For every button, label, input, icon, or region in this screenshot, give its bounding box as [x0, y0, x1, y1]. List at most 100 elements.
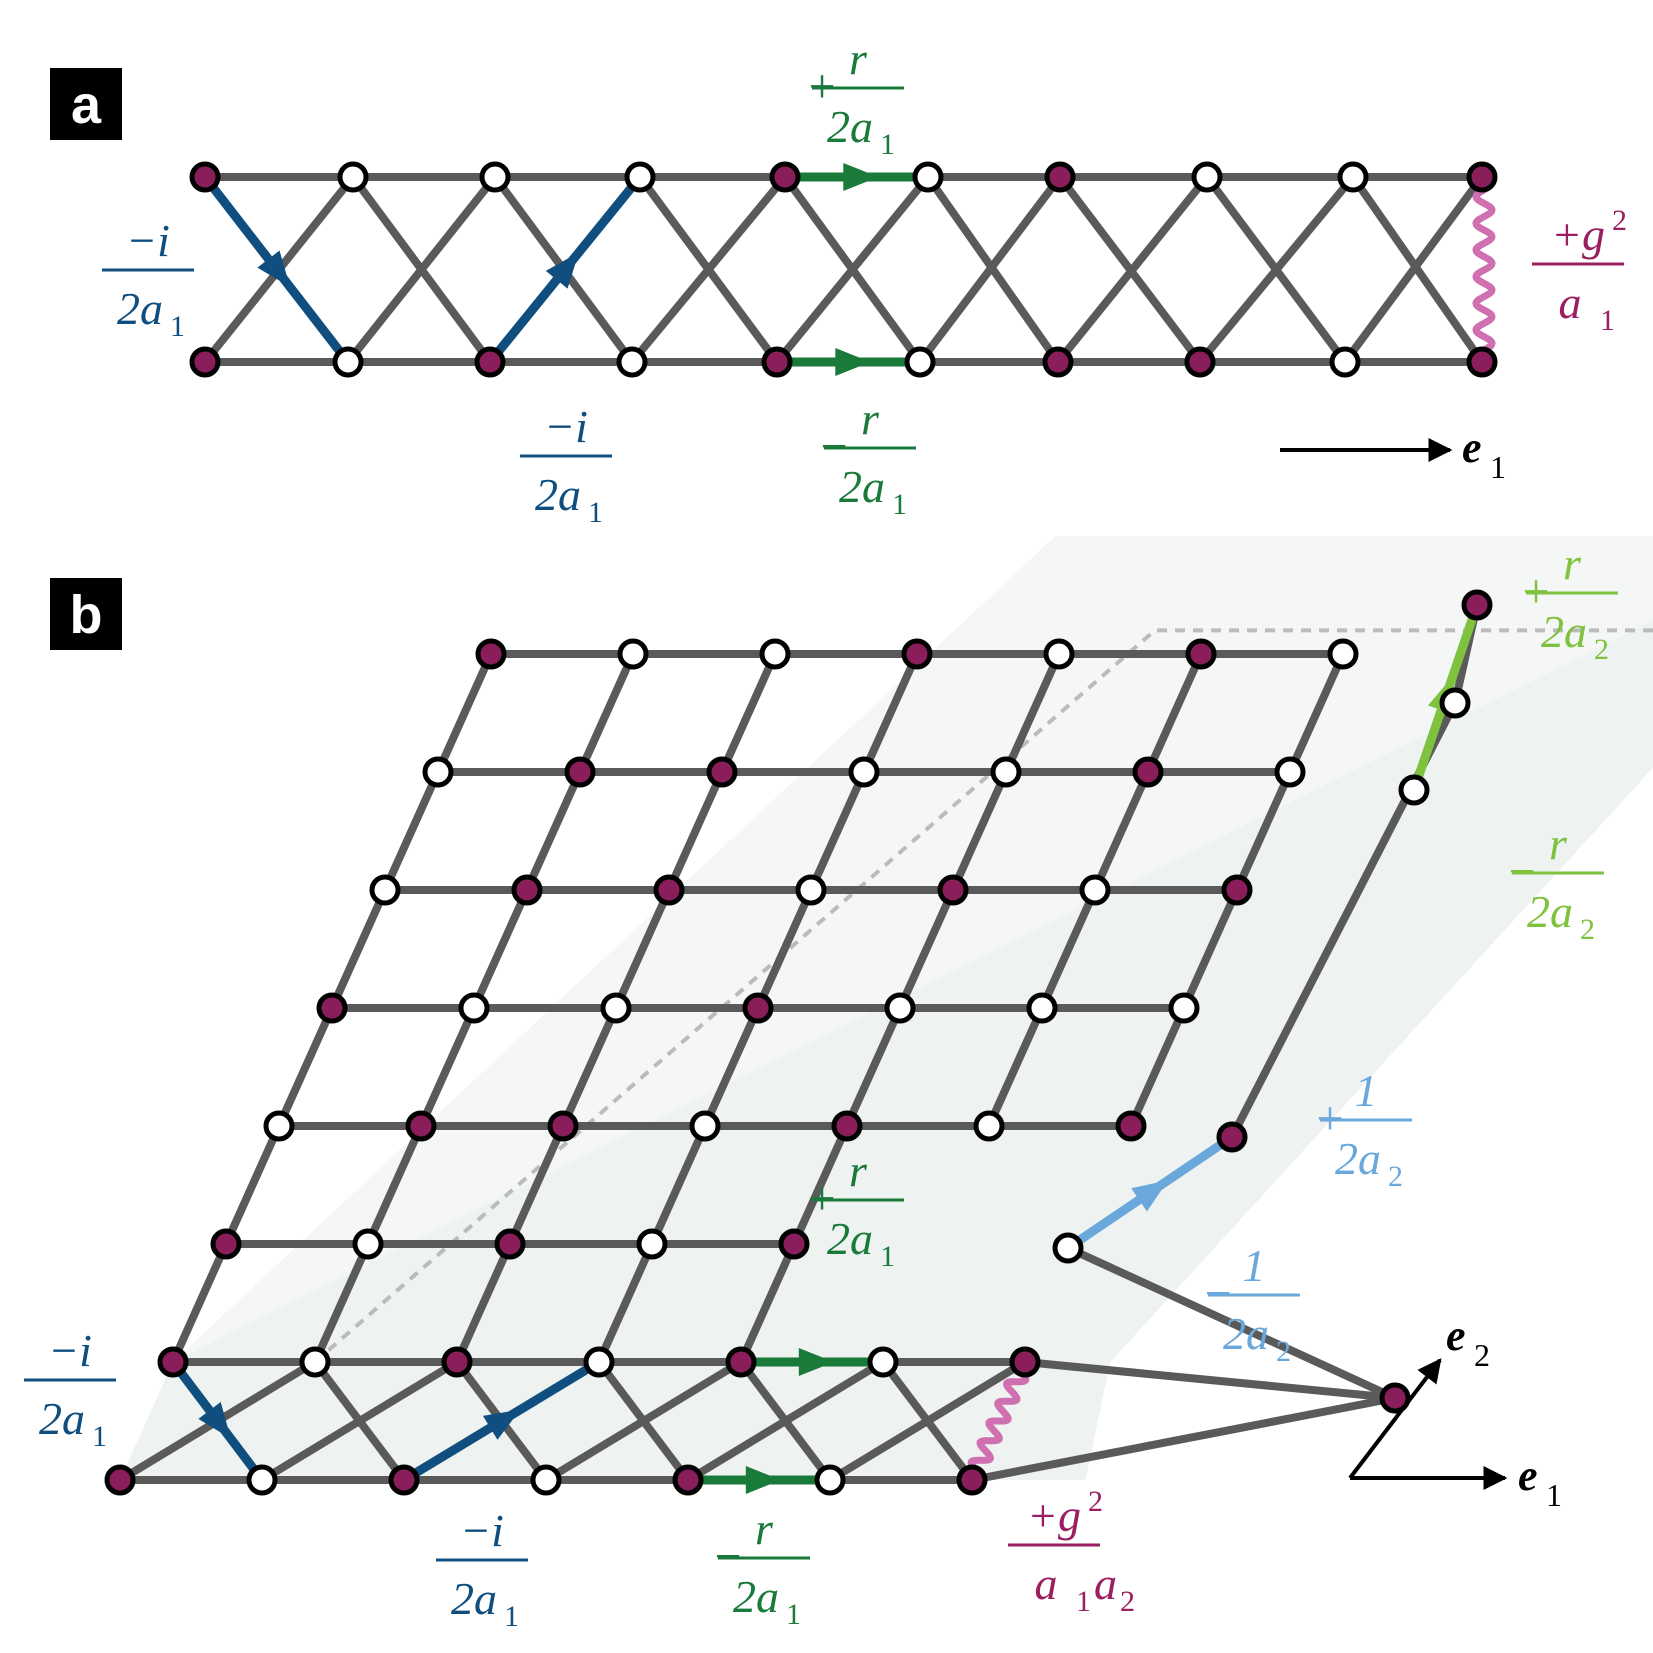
filled-site — [901, 638, 933, 670]
chain-cross-bond — [1196, 173, 1357, 366]
label-b-top-r2-denominator: 2a — [1541, 606, 1587, 657]
label-b-mid-r2-subscript: 2 — [1580, 913, 1595, 946]
label-b-left-i-numerator: −i — [48, 1325, 92, 1376]
open-site — [1329, 346, 1361, 378]
grid-diagonal-bond — [754, 886, 815, 1012]
label-b-left-i-denominator: 2a — [39, 1393, 85, 1444]
label-a-g-superscript: 2 — [1612, 204, 1627, 237]
open-site — [1337, 161, 1369, 193]
svg-text:2: 2 — [1474, 1337, 1490, 1373]
open-site — [904, 346, 936, 378]
label-b-bottom-i-denominator: 2a — [451, 1573, 497, 1624]
label-b-bottom-r-denominator: 2a — [733, 1571, 779, 1622]
label-a-g-denominator: a — [1559, 277, 1582, 328]
grid-diagonal-bond — [985, 1004, 1046, 1130]
label-a-bottom-i-denominator: 2a — [535, 469, 581, 520]
grid-diagonal-bond — [1038, 886, 1099, 1012]
open-site — [1026, 992, 1058, 1024]
hop-a-top-r-arrowhead — [843, 163, 879, 191]
filled-site — [1115, 1110, 1147, 1142]
label-b-g-subscript2: 2 — [1120, 1585, 1135, 1618]
grid-diagonal-bond — [1091, 768, 1152, 894]
open-site — [583, 1346, 615, 1378]
grid-diagonal-bond — [860, 650, 921, 776]
grid-diagonal-bond — [559, 1004, 620, 1130]
grid-diagonal-bond — [1127, 1004, 1188, 1130]
chain-cross-bond — [344, 173, 499, 366]
svg-text:1: 1 — [1490, 449, 1506, 485]
filled-site — [104, 1464, 136, 1496]
label-a-bottom-i-numerator: −i — [544, 401, 588, 452]
label-b-left-i-subscript: 1 — [92, 1420, 107, 1453]
filled-site — [564, 756, 596, 788]
label-b-minus-one-subscript: 2 — [1276, 1335, 1291, 1368]
open-site — [332, 346, 364, 378]
open-site — [848, 756, 880, 788]
grid-diagonal-bond — [576, 650, 637, 776]
grid-diagonal-bond — [595, 1240, 656, 1366]
svg-text:e: e — [1462, 423, 1482, 472]
hop-a-bottom-i-arrowhead — [545, 252, 579, 289]
open-site — [263, 1110, 295, 1142]
filled-site — [475, 638, 507, 670]
filled-site — [474, 346, 506, 378]
label-a-left-i-numerator: −i — [126, 215, 170, 266]
hop-b-bottom-i-arrowhead — [482, 1409, 521, 1440]
open-site — [1168, 992, 1200, 1024]
label-a-left-i-subscript: 1 — [170, 310, 185, 343]
filled-site — [937, 874, 969, 906]
open-site — [1079, 874, 1111, 906]
open-site — [689, 1110, 721, 1142]
open-site — [1274, 756, 1306, 788]
filled-site — [441, 1346, 473, 1378]
side-bond — [1021, 1358, 1399, 1402]
filled-site — [511, 874, 543, 906]
label-a-top-r-subscript: 1 — [880, 128, 895, 161]
grid-diagonal-bond — [364, 1122, 425, 1248]
hop-a-bottom-r-arrowhead — [835, 348, 871, 376]
open-site — [458, 992, 490, 1024]
filled-site — [388, 1464, 420, 1496]
filled-site — [1216, 1121, 1248, 1153]
open-site — [814, 1464, 846, 1496]
filled-site — [1042, 346, 1074, 378]
grid-diagonal-bond — [453, 1240, 514, 1366]
open-site — [624, 161, 656, 193]
open-site — [636, 1228, 668, 1260]
open-site — [422, 756, 454, 788]
label-a-top-r-denominator: 2a — [827, 101, 873, 152]
grid-diagonal-bond — [612, 886, 673, 1012]
grid-diagonal-bond — [506, 1122, 567, 1248]
filled-site — [778, 1228, 810, 1260]
chain-cross-bond — [916, 173, 1064, 366]
grid-diagonal-bond — [222, 1122, 283, 1248]
lattice-face-top — [173, 536, 1653, 1362]
grid-diagonal-bond — [1233, 768, 1294, 894]
filled-site — [405, 1110, 437, 1142]
label-b-top-r2-subscript: 2 — [1594, 633, 1609, 666]
label-b-mid-r2-denominator: 2a — [1527, 886, 1573, 937]
open-site — [795, 874, 827, 906]
grid-diagonal-bond — [896, 886, 957, 1012]
pairing-b-g — [967, 1358, 1030, 1484]
filled-site — [157, 1346, 189, 1378]
filled-site — [769, 161, 801, 193]
grid-diagonal-bond — [790, 1122, 851, 1248]
chain-cross-bond — [628, 173, 789, 366]
open-site — [530, 1464, 562, 1496]
label-b-bottom-r-numerator: r — [755, 1503, 774, 1554]
filled-site — [956, 1464, 988, 1496]
label-b-bottom-i-numerator: −i — [460, 1505, 504, 1556]
label-b-g-denominator2: a — [1094, 1558, 1117, 1609]
axis-e1-a: e 1 — [1280, 423, 1506, 485]
filled-site — [189, 161, 221, 193]
filled-site — [1379, 1382, 1411, 1414]
grid-cross-bond — [542, 1358, 745, 1484]
grid-diagonal-bond — [311, 1240, 372, 1366]
filled-site — [725, 1346, 757, 1378]
filled-site — [1009, 1346, 1041, 1378]
